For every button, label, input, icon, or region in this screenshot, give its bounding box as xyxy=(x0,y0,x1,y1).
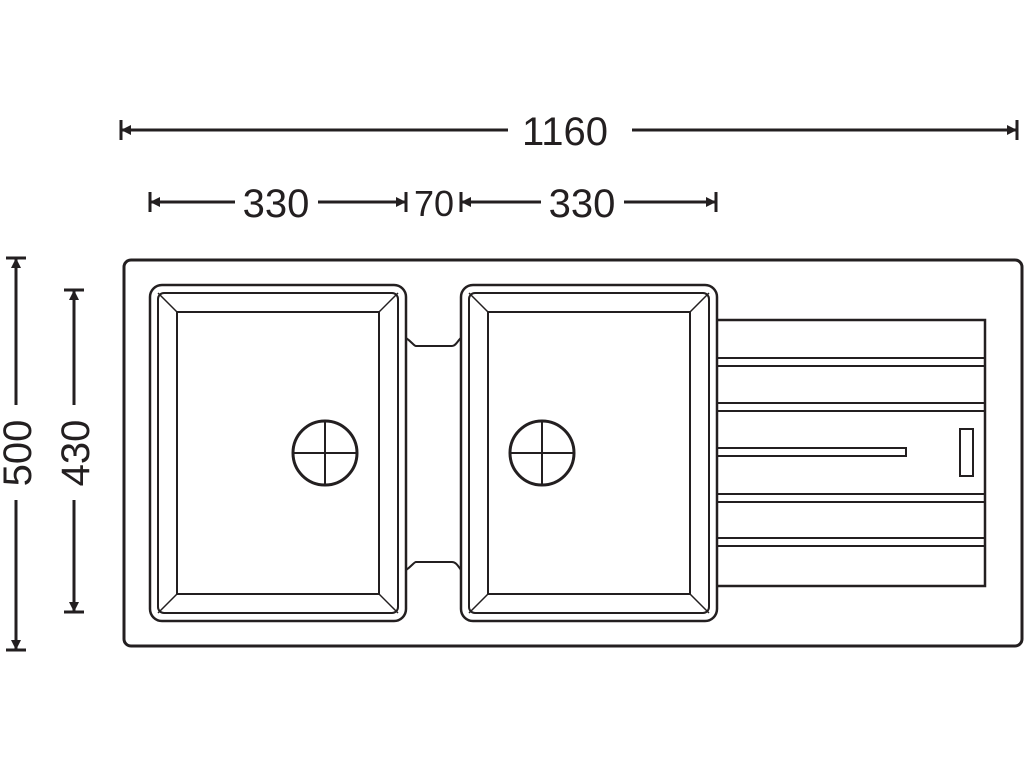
bowl-gap-label: 70 xyxy=(414,183,454,224)
dimension-bowl-widths: 330 70 330 xyxy=(148,182,718,226)
bowl-left xyxy=(148,283,408,623)
bowl-right-rim-inner xyxy=(468,292,710,614)
bowl-right-corner-edge xyxy=(689,292,710,313)
drain-left xyxy=(291,419,359,487)
bridge-bottom-edge xyxy=(405,561,462,571)
bowl-right xyxy=(459,283,719,623)
dimension-overall-depth: 500 xyxy=(0,256,40,652)
bowl-right-corner-edge xyxy=(689,593,710,614)
bowl-right-corner-edge xyxy=(468,292,489,313)
overall-width-label: 1160 xyxy=(522,110,608,154)
dimension-bowl-depth: 430 xyxy=(54,288,98,614)
bowl-left-rim-inner xyxy=(157,292,399,614)
bridge-top-edge xyxy=(405,337,462,347)
bowl-bridge xyxy=(405,337,462,571)
bowl-right-rim-outer xyxy=(459,283,719,623)
sink-outline xyxy=(122,258,1024,648)
drainer-outline xyxy=(717,318,987,588)
drainer-groove-short xyxy=(717,447,907,457)
overflow-slot xyxy=(959,428,974,477)
bowl-left-rim-outer xyxy=(148,283,408,623)
drain-right xyxy=(508,419,576,487)
sink-body xyxy=(122,258,1024,648)
dimension-overall-width: 1160 xyxy=(119,110,1019,154)
bowl-right-corner-edge xyxy=(468,593,489,614)
bowl-left-corner-edge xyxy=(378,292,399,313)
bowl-left-corner-edge xyxy=(378,593,399,614)
bowl-left-corner-edge xyxy=(157,593,178,614)
bowl-left-corner-edge xyxy=(157,292,178,313)
bowl-right-basin xyxy=(487,311,691,595)
bowl-left-width-label: 330 xyxy=(243,182,310,226)
drainer-board xyxy=(717,318,987,588)
bowl-right-width-label: 330 xyxy=(549,182,616,226)
bowl-left-basin xyxy=(176,311,380,595)
overall-depth-label: 500 xyxy=(0,420,40,487)
bowl-depth-label: 430 xyxy=(54,420,98,487)
